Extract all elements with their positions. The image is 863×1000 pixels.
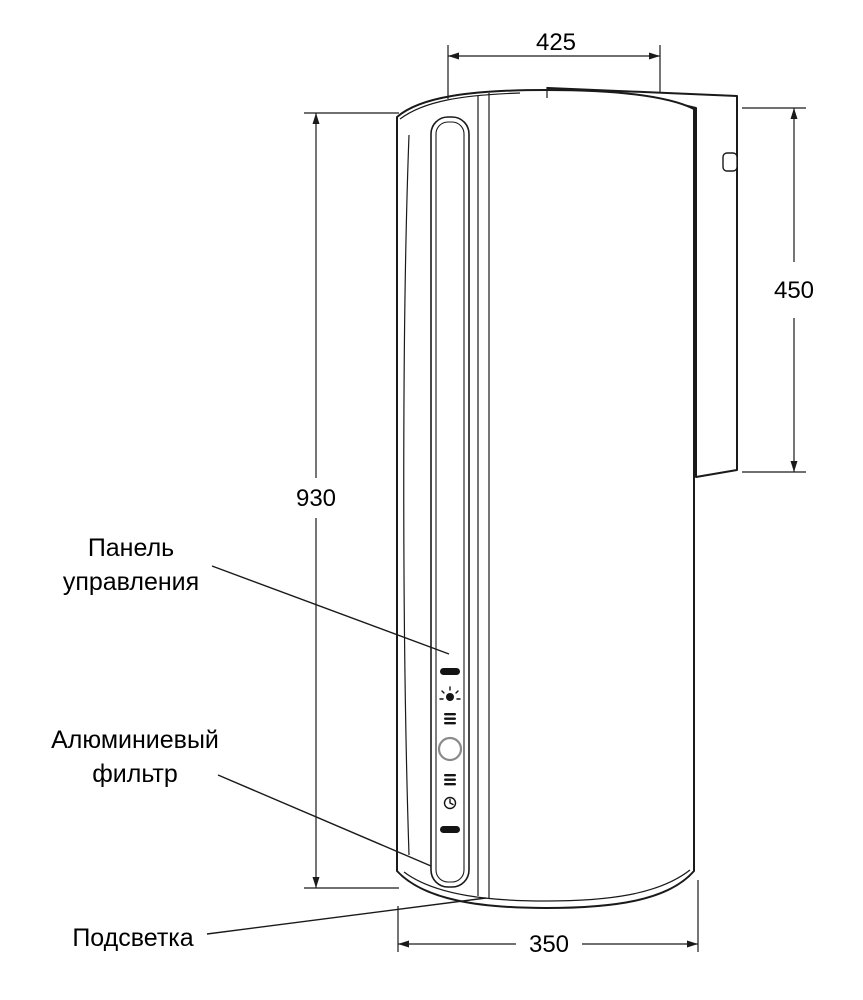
dimension-right-height: 450 xyxy=(742,107,814,473)
aluminum-filter-label-line1: Алюминиевый xyxy=(51,726,219,754)
dimension-top-width: 425 xyxy=(447,29,661,99)
bottom-rim-inner-line xyxy=(403,869,691,902)
control-panel-label-line2: управления xyxy=(63,568,199,596)
dimension-right-value: 450 xyxy=(774,277,814,304)
timer-icon xyxy=(443,796,457,810)
panel-top-indicator-bar xyxy=(440,668,460,675)
dimension-bottom-width: 350 xyxy=(397,880,699,958)
aluminum-filter-label-line2: фильтр xyxy=(92,760,178,788)
callout-backlight: Подсветка xyxy=(72,897,487,952)
mounting-hook-tab xyxy=(722,152,738,172)
dimension-bottom-value: 350 xyxy=(529,931,569,958)
top-rim-inner-line xyxy=(399,92,521,120)
fan-speed-low-icon xyxy=(444,713,456,725)
fan-speed-high-icon xyxy=(444,774,456,786)
control-panel-strip-inner xyxy=(435,121,465,883)
backlight-leader-line xyxy=(206,897,487,935)
callout-aluminum-filter: Алюминиевый фильтр xyxy=(51,726,432,867)
hood-body-outline xyxy=(396,89,695,909)
dimension-top-value: 425 xyxy=(536,29,576,56)
power-button-ring xyxy=(437,736,463,762)
dimension-left-value: 930 xyxy=(296,485,336,512)
left-curvature-line xyxy=(403,134,410,856)
callout-control-panel: Панель управления xyxy=(63,534,450,655)
dimension-left-height: 930 xyxy=(296,112,399,889)
panel-bottom-indicator-bar xyxy=(440,826,460,833)
control-panel-leader-line xyxy=(211,565,450,655)
control-panel-label-line1: Панель xyxy=(88,534,174,562)
backlight-label: Подсветка xyxy=(72,924,193,952)
aluminum-filter-leader-line xyxy=(217,774,432,867)
light-icon xyxy=(439,686,461,701)
